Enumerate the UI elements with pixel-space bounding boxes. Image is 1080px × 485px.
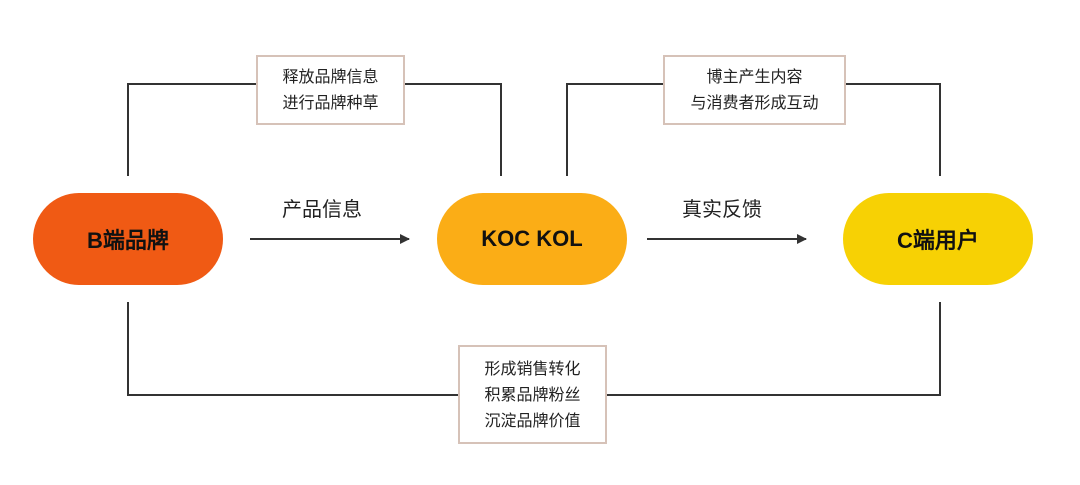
brand-node-label: B端品牌	[87, 228, 169, 253]
influencer-node: KOC KOL	[437, 193, 627, 285]
edge-label-product-info: 产品信息	[282, 197, 362, 221]
influencer-loop-note: 博主产生内容 与消费者形成互动	[663, 55, 846, 125]
edge-label-feedback: 真实反馈	[682, 197, 762, 221]
note-line: 与消费者形成互动	[690, 93, 819, 112]
note-line: 博主产生内容	[706, 67, 803, 86]
note-line: 释放品牌信息	[282, 67, 379, 86]
bottom-loop-note: 形成销售转化 积累品牌粉丝 沉淀品牌价值	[458, 345, 607, 444]
brand-loop-note: 释放品牌信息 进行品牌种草	[256, 55, 405, 125]
consumer-node: C端用户	[843, 193, 1033, 285]
consumer-node-label: C端用户	[897, 228, 979, 253]
note-line: 沉淀品牌价值	[484, 410, 581, 430]
note-line: 积累品牌粉丝	[484, 384, 581, 404]
note-line: 形成销售转化	[484, 358, 581, 378]
influencer-node-label: KOC KOL	[481, 226, 583, 251]
note-line: 进行品牌种草	[282, 93, 379, 112]
brand-node: B端品牌	[33, 193, 223, 285]
